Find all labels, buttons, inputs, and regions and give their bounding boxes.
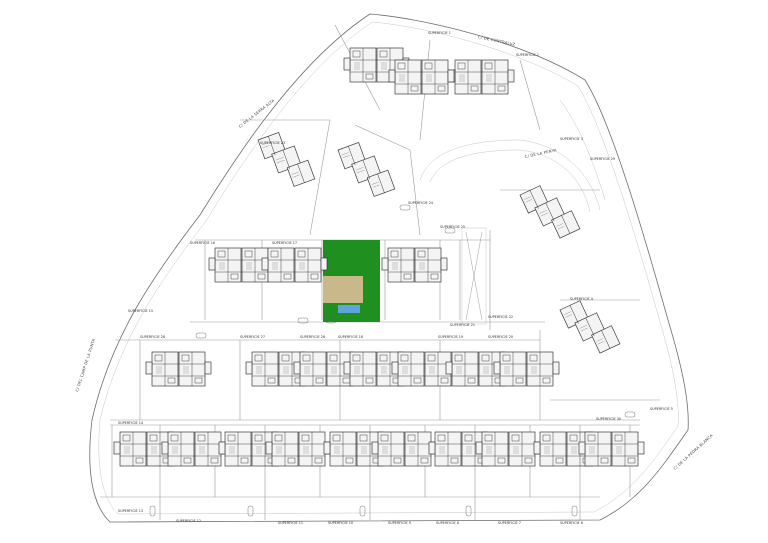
sand-area <box>323 276 363 303</box>
parcel-label: SUPERFICIE 19 <box>438 335 463 339</box>
parcel-label: SUPERFICIE 16 <box>190 241 215 245</box>
parcel-label: SUPERFICIE 20 <box>488 335 513 339</box>
parcel-label: SUPERFICIE 21 <box>450 323 475 327</box>
road-label-west: C/ DE LA SERRA ALTA <box>238 98 276 129</box>
parcel-label: SUPERFICIE 15 <box>128 309 153 313</box>
parcel-label: SUPERFICIE 29 <box>590 157 615 161</box>
pool <box>338 305 360 313</box>
parcel-label: SUPERFICIE 30 <box>596 417 621 421</box>
parcel-label: SUPERFICIE 27 <box>240 335 265 339</box>
parcel-label: SUPERFICIE 24 <box>408 201 433 205</box>
parcel-label: SUPERFICIE 2 <box>516 53 539 57</box>
parcel-label: SUPERFICIE 17 <box>272 241 297 245</box>
parcel-label: SUPERFICIE 9 <box>388 521 411 525</box>
parcel-label: SUPERFICIE 25 <box>440 225 465 229</box>
parcel-labels: SUPERFICIE 1 SUPERFICIE 2 SUPERFICIE 3 S… <box>118 31 673 525</box>
road-label-north: C/ DE CONTRALUZ <box>478 34 516 47</box>
parcel-label: SUPERFICIE 23 <box>260 141 285 145</box>
parcel-label: SUPERFICIE 12 <box>176 519 201 523</box>
parcel-label: SUPERFICIE 14 <box>118 421 143 425</box>
parcel-label: SUPERFICIE 8 <box>436 521 459 525</box>
parcel-label: SUPERFICIE 4 <box>570 297 593 301</box>
parking-spots <box>149 204 636 517</box>
parcel-label: SUPERFICIE 3 <box>560 137 583 141</box>
site-boundary <box>89 13 689 523</box>
house-cluster-northwest <box>257 125 621 362</box>
parcel-label: SUPERFICIE 6 <box>560 521 583 525</box>
parcel-label: SUPERFICIE 26 <box>300 335 325 339</box>
road-label-east-inner: C/ DE LA PENYA <box>524 147 557 159</box>
road-label-southeast: C/ DE LA PEDRA BLANCA <box>672 433 714 471</box>
parcel-label: SUPERFICIE 10 <box>328 521 353 525</box>
parcel-label: SUPERFICIE 18 <box>338 335 363 339</box>
parcel-label: SUPERFICIE 22 <box>488 315 513 319</box>
parcel-label: SUPERFICIE 1 <box>428 31 451 35</box>
road-label-southwest: C/ DEL CAMP DE LA PUNTA <box>74 338 96 392</box>
parcel-label: SUPERFICIE 7 <box>498 521 521 525</box>
parcel-label: SUPERFICIE 5 <box>650 407 673 411</box>
parcel-label: SUPERFICIE 28 <box>140 335 165 339</box>
house-row-middle <box>145 351 560 387</box>
parcel-label: SUPERFICIE 11 <box>278 521 303 525</box>
parcel-label: SUPERFICIE 13 <box>118 509 143 513</box>
house-cluster-north <box>343 47 515 95</box>
house-row-lower <box>113 431 645 467</box>
